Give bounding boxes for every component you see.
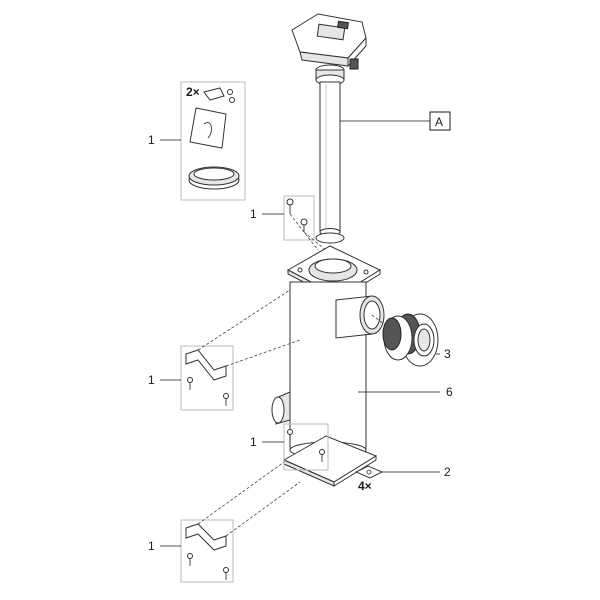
callout-screws-low: 1: [250, 435, 257, 449]
callout-bracket-low: 1: [148, 539, 155, 553]
screw-icon: [223, 393, 229, 406]
kit-quantity-label: 2×: [186, 85, 200, 99]
wall-bracket-icon: [185, 523, 227, 551]
screw-icon: [287, 429, 293, 442]
lower-screws-group: 1: [250, 423, 329, 471]
sensor-head-icon: [291, 13, 367, 86]
filter-housing-icon: [271, 245, 385, 487]
callout-screws-top: 1: [250, 207, 257, 221]
screw-icon: [187, 553, 193, 566]
screw-icon: [300, 218, 308, 232]
mini-bracket-icon: [203, 87, 235, 103]
reference-a-label: A: [435, 115, 443, 129]
callout-washer: 2: [444, 465, 451, 479]
seal-sachet-icon: [189, 107, 227, 149]
screw-icon: [286, 198, 294, 214]
wall-bracket-icon: [185, 349, 227, 381]
pipe-clamp-icon: [382, 313, 439, 367]
seal-ring-icon: [188, 166, 240, 190]
lower-bracket-group: 1: [148, 461, 301, 583]
seal-kit-group: 2× 1: [148, 81, 246, 201]
callout-kit-top: 1: [148, 133, 155, 147]
callout-clamp: 3: [444, 347, 451, 361]
mid-bracket-group: 1: [148, 289, 301, 411]
callout-housing: 6: [446, 385, 453, 399]
callout-bracket-mid: 1: [148, 373, 155, 387]
top-screws-group: 1: [250, 195, 341, 263]
standpipe-icon: [315, 81, 345, 244]
screw-icon: [187, 377, 193, 390]
reference-a-callout: A: [340, 111, 451, 131]
screw-icon: [223, 567, 229, 580]
washer-quantity-label: 4×: [358, 479, 372, 493]
screw-icon: [319, 449, 325, 462]
